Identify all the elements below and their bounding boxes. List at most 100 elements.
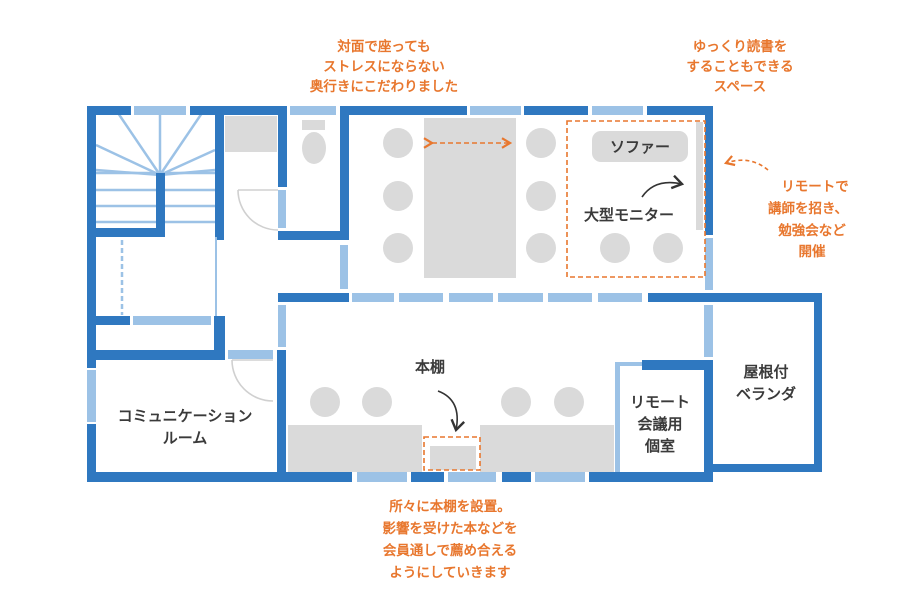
- large-monitor: [696, 122, 703, 230]
- door-swing: [231, 359, 274, 402]
- wall: [277, 350, 286, 482]
- stair-step: [116, 112, 162, 176]
- chair: [362, 387, 392, 417]
- stair-step: [158, 112, 204, 176]
- monitor-label: 大型モニター: [584, 206, 674, 224]
- shelf: [225, 116, 277, 152]
- wall: [278, 231, 349, 240]
- note-bookshelf-line4: ようにしていきます: [389, 565, 510, 581]
- window: [133, 316, 211, 325]
- staircase: [95, 112, 216, 224]
- reading-space-area: [566, 120, 706, 278]
- bookshelf-bench: [288, 425, 422, 472]
- note-depth-line3: 奥行きにこだわりました: [310, 78, 458, 95]
- stair-step: [159, 168, 216, 177]
- window: [449, 293, 493, 302]
- window: [87, 370, 96, 422]
- toilet: [302, 132, 326, 164]
- note-remote-line2: 講師を招き、: [768, 200, 848, 217]
- wall: [704, 360, 713, 482]
- wall: [96, 228, 165, 237]
- window: [704, 305, 713, 357]
- walls-layer: [87, 106, 822, 482]
- stair-step: [95, 168, 161, 177]
- window: [278, 190, 286, 228]
- wall: [705, 106, 713, 235]
- note-reading-line3: スペース: [714, 79, 766, 95]
- monitor-arrow: [641, 174, 685, 198]
- room-veranda-line1: 屋根付: [743, 363, 788, 381]
- bookshelf-bench: [480, 425, 614, 472]
- wall: [278, 293, 349, 302]
- wall: [87, 424, 96, 482]
- wall: [589, 472, 713, 482]
- room-veranda-line2: ベランダ: [736, 385, 796, 403]
- sofa-label: ソファー: [610, 138, 670, 156]
- note-depth-line2: ストレスにならない: [323, 59, 445, 75]
- dining-table: [424, 118, 516, 278]
- note-depth-line1: 対面で座っても: [336, 38, 430, 55]
- stair-step: [95, 143, 161, 177]
- wall: [156, 173, 165, 237]
- wall: [713, 464, 822, 472]
- small-bookshelf: [430, 446, 476, 470]
- chair: [526, 128, 556, 158]
- window: [357, 472, 407, 482]
- note-remote-line4: 開催: [799, 243, 827, 260]
- bookshelf-arrow: [437, 390, 466, 433]
- bookshelf-label: 本棚: [415, 358, 445, 376]
- note-remote-line3: 勉強会など: [777, 222, 846, 239]
- wall: [87, 106, 131, 115]
- chair: [526, 181, 556, 211]
- wall: [87, 350, 225, 360]
- window: [615, 362, 642, 366]
- window: [340, 245, 348, 289]
- chair: [383, 181, 413, 211]
- bookshelf-highlight: [423, 436, 481, 471]
- chair: [383, 128, 413, 158]
- window: [615, 362, 620, 472]
- wall: [215, 106, 224, 240]
- room-remote-line2: 会議用: [637, 415, 682, 433]
- window: [134, 106, 186, 115]
- window: [228, 350, 273, 359]
- wall: [340, 106, 467, 115]
- window: [535, 472, 585, 482]
- wall: [411, 472, 444, 482]
- wall: [648, 293, 822, 302]
- wall: [502, 472, 531, 482]
- window: [498, 293, 543, 302]
- remote-note-arrow: [723, 155, 769, 171]
- window: [399, 293, 443, 302]
- wall: [340, 106, 349, 240]
- wall: [87, 472, 352, 482]
- wall: [642, 360, 713, 370]
- note-reading-line1: ゆっくり読書を: [693, 38, 788, 55]
- door-swing: [237, 189, 279, 231]
- wall: [87, 106, 96, 368]
- wall: [190, 106, 287, 115]
- window: [548, 293, 592, 302]
- note-bookshelf-line1: 所々に本棚を設置。: [389, 498, 511, 515]
- chair: [501, 387, 531, 417]
- stair-step: [159, 148, 216, 177]
- window: [352, 293, 394, 302]
- window: [278, 305, 286, 347]
- window: [598, 293, 642, 302]
- window: [290, 106, 336, 115]
- room-communication-line1: コミュニケーション: [118, 407, 253, 425]
- sofa: [592, 131, 688, 162]
- note-bookshelf-line2: 影響を受けた本などを: [383, 520, 518, 537]
- toilet-tank: [302, 120, 325, 130]
- chair: [600, 233, 630, 263]
- wall: [214, 316, 225, 360]
- note-reading-line2: することもできる: [686, 59, 793, 75]
- wall: [524, 106, 588, 115]
- room-remote-line3: 個室: [644, 437, 675, 455]
- window: [592, 106, 643, 115]
- wall: [96, 316, 130, 325]
- wall: [647, 106, 713, 115]
- note-remote-line1: リモートで: [781, 179, 849, 195]
- chair: [554, 387, 584, 417]
